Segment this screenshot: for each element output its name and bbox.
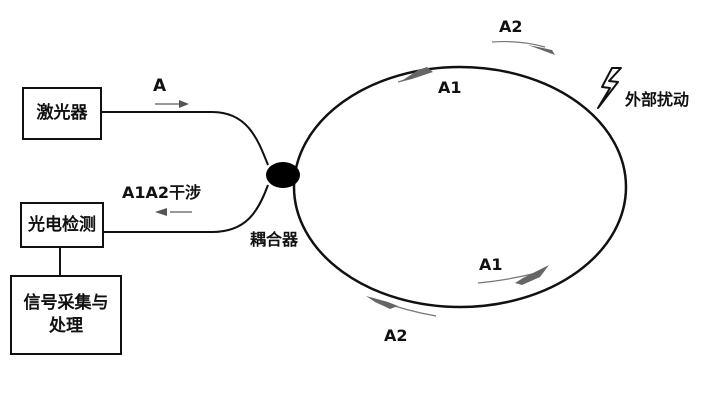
fiber-coupler-to-detector [102, 184, 269, 233]
ring-arrow-bottom-a1-head [515, 265, 549, 285]
disturbance-label: 外部扰动 [625, 90, 690, 109]
photodetector-label: 光电检测 [28, 214, 96, 235]
signal-processing-box: 信号采集与 处理 [10, 275, 122, 355]
fiber-ring [292, 65, 628, 309]
ring-label-bottom-a2: A2 [384, 326, 408, 345]
ring-arrow-top-a2-head [528, 45, 555, 55]
input-wave-label: A [153, 76, 167, 96]
interference-arrow-head [155, 208, 167, 216]
ring-label-top-a1: A1 [438, 78, 462, 97]
laser-box: 激光器 [22, 87, 102, 140]
ring-label-top-a2: A2 [499, 17, 523, 36]
input-arrow-head [179, 100, 189, 108]
interference-label: A1A2干涉 [122, 183, 202, 202]
signal-processing-label-line2: 处理 [49, 316, 83, 336]
coupler-label: 耦合器 [250, 230, 299, 249]
ring-arrow-bottom-a2-head [366, 296, 398, 309]
ring-arrow-top-a1-head [400, 67, 433, 82]
laser-label: 激光器 [36, 103, 88, 124]
lightning-bolt-icon [597, 67, 622, 109]
ring-arrow-top-a2-line [491, 40, 546, 48]
ring-label-bottom-a1: A1 [479, 255, 503, 274]
fiber-laser-to-coupler [102, 111, 269, 166]
signal-processing-label-line1: 信号采集与 [23, 293, 109, 314]
photodetector-box: 光电检测 [20, 202, 104, 248]
coupler-node [266, 162, 300, 188]
